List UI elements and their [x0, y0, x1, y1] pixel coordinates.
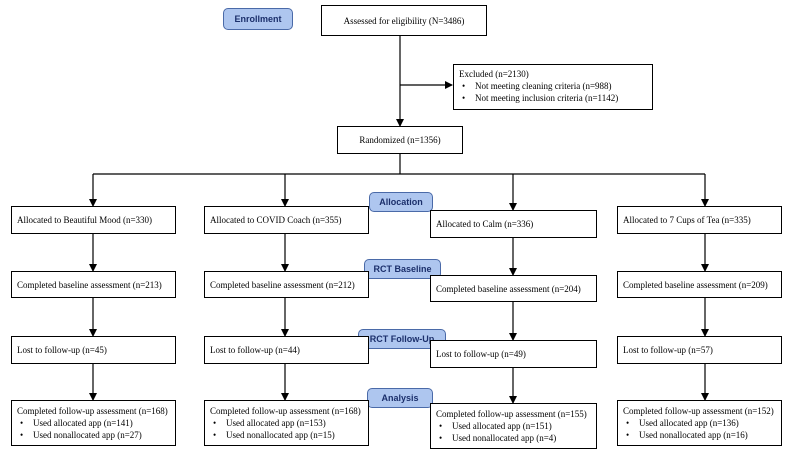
followup-title: Completed follow-up assessment (n=155) — [436, 409, 587, 419]
stage-label-analysis: Analysis — [367, 388, 433, 408]
baseline-box: Completed baseline assessment (n=209) — [617, 271, 782, 298]
baseline-box: Completed baseline assessment (n=213) — [11, 271, 176, 298]
followup-title: Completed follow-up assessment (n=152) — [623, 406, 774, 416]
stage-label-enrollment: Enrollment — [223, 8, 293, 30]
excluded-item: Not meeting inclusion criteria (n=1142) — [459, 92, 647, 104]
followup-box: Completed follow-up assessment (n=168) U… — [11, 400, 176, 446]
followup-item: Used allocated app (n=153) — [210, 417, 363, 429]
followup-box: Completed follow-up assessment (n=168) U… — [204, 400, 369, 446]
lost-to-followup-box: Lost to follow-up (n=49) — [430, 340, 597, 368]
followup-title: Completed follow-up assessment (n=168) — [17, 406, 168, 416]
stage-label-allocation: Allocation — [369, 192, 433, 212]
stage-label-rct-baseline: RCT Baseline — [364, 259, 441, 279]
followup-item: Used nonallocated app (n=16) — [623, 429, 776, 441]
followup-item: Used allocated app (n=151) — [436, 420, 591, 432]
allocated-box: Allocated to Calm (n=336) — [430, 210, 597, 238]
lost-to-followup-box: Lost to follow-up (n=45) — [11, 336, 176, 364]
baseline-box: Completed baseline assessment (n=212) — [204, 271, 369, 298]
followup-box: Completed follow-up assessment (n=152) U… — [617, 400, 782, 446]
followup-item: Used nonallocated app (n=15) — [210, 429, 363, 441]
excluded-item: Not meeting cleaning criteria (n=988) — [459, 80, 647, 92]
lost-to-followup-box: Lost to follow-up (n=44) — [204, 336, 369, 364]
followup-item: Used allocated app (n=136) — [623, 417, 776, 429]
lost-to-followup-box: Lost to follow-up (n=57) — [617, 336, 782, 364]
baseline-box: Completed baseline assessment (n=204) — [430, 275, 597, 302]
randomized-box: Randomized (n=1356) — [337, 126, 463, 154]
allocated-box: Allocated to 7 Cups of Tea (n=335) — [617, 206, 782, 234]
followup-title: Completed follow-up assessment (n=168) — [210, 406, 361, 416]
followup-item: Used nonallocated app (n=4) — [436, 432, 591, 444]
allocated-box: Allocated to Beautiful Mood (n=330) — [11, 206, 176, 234]
excluded-box: Excluded (n=2130) Not meeting cleaning c… — [453, 64, 653, 110]
followup-item: Used nonallocated app (n=27) — [17, 429, 170, 441]
assessed-box: Assessed for eligibility (N=3486) — [321, 5, 487, 36]
followup-item: Used allocated app (n=141) — [17, 417, 170, 429]
followup-box: Completed follow-up assessment (n=155) U… — [430, 403, 597, 449]
excluded-title: Excluded (n=2130) — [459, 69, 529, 79]
allocated-box: Allocated to COVID Coach (n=355) — [204, 206, 369, 234]
